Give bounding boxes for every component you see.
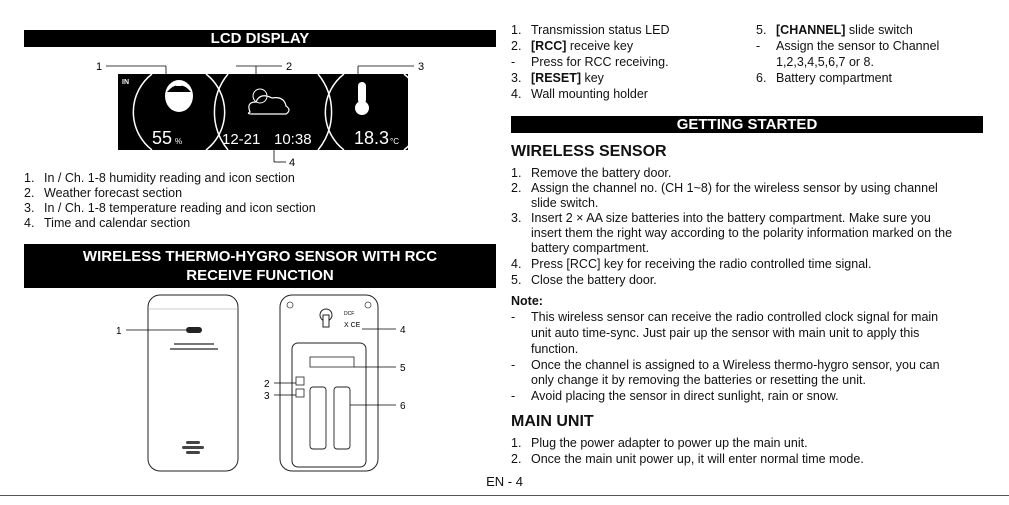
list-item: slide switch.: [531, 196, 599, 210]
list-item: unit auto time-sync. Just pair up the se…: [531, 326, 920, 340]
sensor-callout-1: 1: [116, 326, 122, 337]
list-item: only change it by removing the batteries…: [531, 373, 866, 387]
lcd-callout-2: 2: [286, 61, 292, 73]
list-item: 2.Weather forecast section: [24, 186, 183, 200]
getting-started-heading: GETTING STARTED: [511, 116, 983, 133]
sensor-front-view: [147, 294, 239, 472]
lcd-callout-4: 4: [289, 157, 295, 169]
lcd-in-label: IN: [122, 79, 129, 86]
list-item: 3.[RESET] key: [511, 71, 604, 85]
list-item: 1,2,3,4,5,6,7 or 8.: [776, 55, 874, 69]
list-item: 1.Transmission status LED: [511, 23, 670, 37]
list-item: 4.Wall mounting holder: [511, 87, 648, 101]
lcd-humidity-unit: %: [175, 137, 182, 146]
lcd-temp-unit: °C: [390, 137, 399, 146]
list-item: 2.[RCC] receive key: [511, 39, 634, 53]
list-item: 3.In / Ch. 1-8 temperature reading and i…: [24, 201, 316, 215]
list-item: 1.In / Ch. 1-8 humidity reading and icon…: [24, 171, 295, 185]
lcd-humidity-value: 55: [152, 128, 172, 148]
wireless-sensor-heading: WIRELESS SENSOR: [511, 143, 667, 160]
list-item: 2.Assign the channel no. (CH 1~8) for th…: [511, 181, 938, 195]
list-item: -Avoid placing the sensor in direct sunl…: [511, 389, 839, 403]
list-item: 1.Remove the battery door.: [511, 166, 672, 180]
sensor-callout-5: 5: [400, 363, 406, 374]
list-item: 5.Close the battery door.: [511, 273, 657, 287]
svg-text:X CE: X CE: [344, 322, 361, 329]
list-item: -Once the channel is assigned to a Wirel…: [511, 358, 940, 372]
bottom-rule: [0, 495, 1009, 496]
list-item: 3.Insert 2 × AA size batteries into the …: [511, 211, 931, 225]
lcd-callout-1: 1: [96, 61, 102, 73]
list-item: insert them the right way according to t…: [531, 226, 953, 240]
list-item: -This wireless sensor can receive the ra…: [511, 310, 939, 324]
speaker-grill-icon: [186, 441, 200, 444]
list-item: battery compartment.: [531, 241, 650, 255]
sensor-heading: WIRELESS THERMO-HYGRO SENSOR WITH RCC RE…: [24, 244, 496, 288]
list-item: -Assign the sensor to Channel: [756, 39, 940, 53]
list-item: 1.Plug the power adapter to power up the…: [511, 436, 808, 450]
lcd-date: 12-21: [222, 131, 260, 148]
channel-switch: [309, 356, 355, 368]
list-item: -Press for RCC receiving.: [511, 55, 669, 69]
main-unit-heading: MAIN UNIT: [511, 413, 594, 430]
list-item: 6.Battery compartment: [756, 71, 893, 85]
svg-text:DCF: DCF: [344, 311, 354, 317]
battery-1: [309, 386, 327, 450]
battery-2: [333, 386, 351, 450]
sensor-callout-3: 3: [264, 391, 270, 402]
sensor-callout-6: 6: [400, 401, 406, 412]
list-item: 4.Time and calendar section: [24, 216, 191, 230]
lcd-display-heading: LCD DISPLAY: [24, 30, 496, 47]
reset-key: [295, 388, 305, 398]
list-item: 2.Once the main unit power up, it will e…: [511, 452, 864, 466]
thermometer-icon: [358, 82, 366, 104]
list-item: 5.[CHANNEL] slide switch: [756, 23, 913, 37]
lcd-callout-3: 3: [418, 61, 424, 73]
transmission-led-icon: [186, 327, 202, 333]
sensor-callout-4: 4: [400, 325, 406, 336]
sensor-callout-2: 2: [264, 379, 270, 390]
sensor-illustration: 1 DCF X CE 4 5 2 3 6: [116, 294, 406, 472]
page-number: EN - 4: [486, 474, 523, 489]
list-item: 4.Press [RCC] key for receiving the radi…: [511, 257, 872, 271]
lcd-display-illustration: 1 2 3 4 IN 55 % 12-21 10:38: [96, 61, 424, 169]
rcc-key: [295, 376, 305, 386]
lcd-temp-value: 18.3: [354, 128, 389, 148]
note-label: Note:: [511, 294, 543, 308]
list-item: function.: [531, 342, 579, 356]
lcd-time: 10:38: [274, 131, 312, 148]
